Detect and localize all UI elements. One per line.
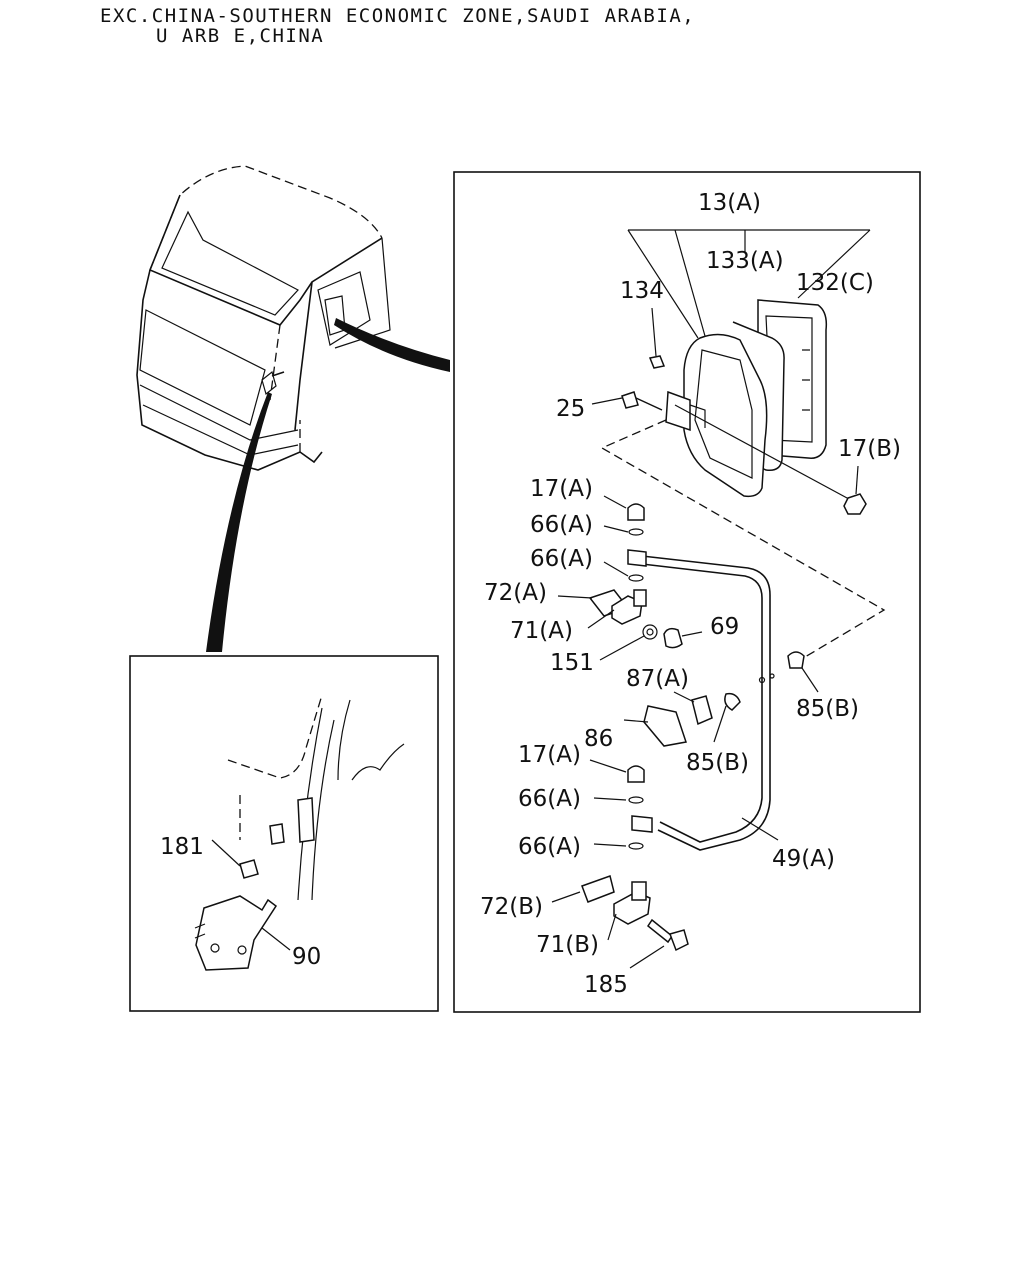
label-66a-1: 66(A) [530,512,593,538]
label-66a-2: 66(A) [530,546,593,572]
leader-lines [551,307,859,969]
label-17a-top: 17(A) [530,476,593,502]
mirror-stay [627,549,775,851]
bracket-inset-box [129,655,439,1012]
bracket-illustration [194,694,405,971]
label-71a: 71(A) [510,618,573,644]
label-13a: 13(A) [698,190,761,216]
label-86: 86 [584,726,613,752]
label-151: 151 [550,650,594,676]
label-71b: 71(B) [536,932,599,958]
mirror-assembly [621,299,867,515]
label-133a: 133(A) [706,248,784,274]
label-66a-3: 66(A) [518,786,581,812]
label-85b-right: 85(B) [796,696,859,722]
label-87a: 87(A) [626,666,689,692]
truck-cab-illustration [136,165,450,652]
header-line-2: U ARB E,CHINA [156,25,325,47]
label-25: 25 [556,396,585,422]
small-parts [581,503,805,952]
label-17b: 17(B) [838,436,901,462]
label-69: 69 [710,614,739,640]
label-185: 185 [584,972,628,998]
label-72b: 72(B) [480,894,543,920]
callout-labels: 13(A) 133(A) 132(C) 134 25 17(B) 17(A) 6… [160,190,901,998]
label-85b-mid: 85(B) [686,750,749,776]
label-49a: 49(A) [772,846,835,872]
label-72a: 72(A) [484,580,547,606]
mirror-assembly-box [453,171,921,1013]
label-181: 181 [160,834,204,860]
label-17a-bottom: 17(A) [518,742,581,768]
header-line-1: EXC.CHINA-SOUTHERN ECONOMIC ZONE,SAUDI A… [100,5,696,27]
label-90: 90 [292,944,321,970]
label-132c: 132(C) [796,270,874,296]
label-66a-4: 66(A) [518,834,581,860]
label-134: 134 [620,278,664,304]
